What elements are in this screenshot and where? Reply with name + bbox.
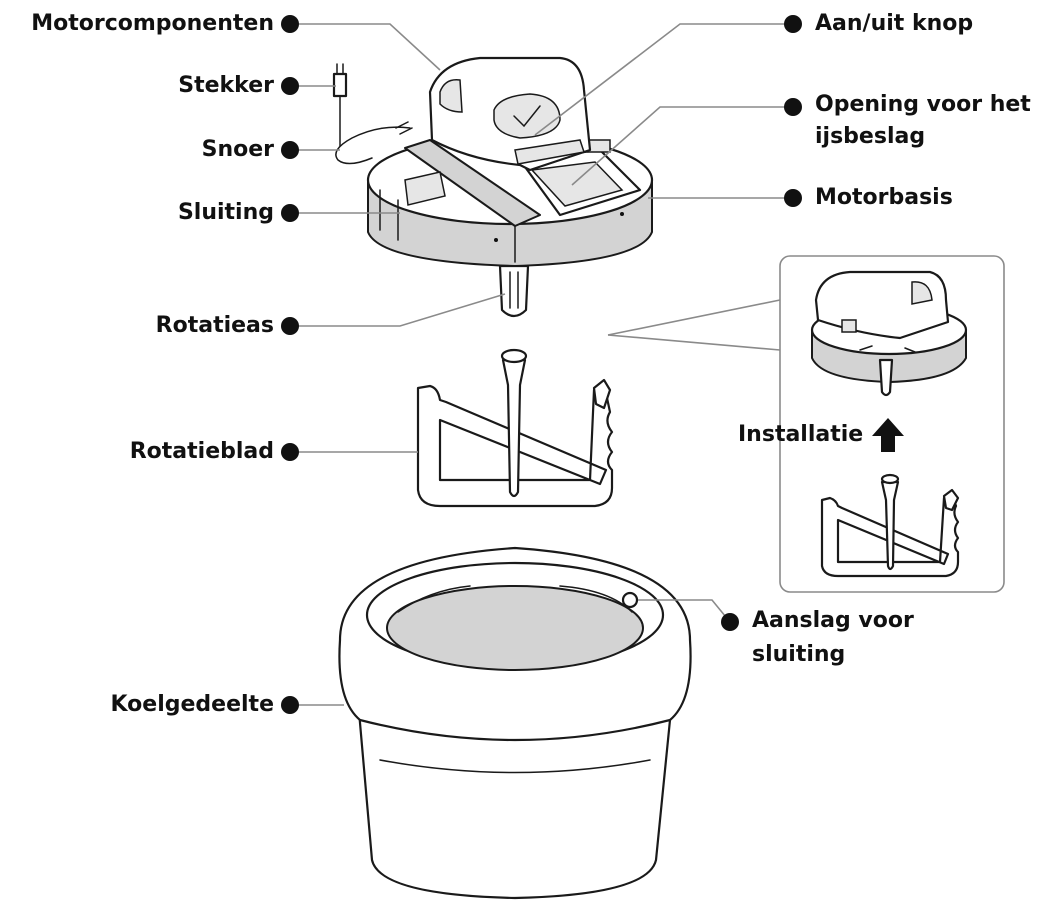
label-aanslag-line1: Aanslag voor <box>752 608 914 633</box>
label-sluiting: Sluiting <box>177 200 274 225</box>
label-motorcomponenten: Motorcomponenten <box>31 11 274 36</box>
label-snoer: Snoer <box>201 137 274 162</box>
label-opening-line1: Opening voor het <box>815 92 1031 117</box>
label-rotatieas: Rotatieas <box>155 313 274 338</box>
motor-assembly <box>332 56 654 318</box>
label-installatie: Installatie <box>738 422 864 447</box>
label-stekker: Stekker <box>178 73 274 98</box>
label-koelgedeelte: Koelgedeelte <box>110 692 274 717</box>
label-motorbasis: Motorbasis <box>815 185 953 210</box>
leader-lines <box>290 23 793 706</box>
rotation-blade <box>416 348 614 508</box>
cooling-bowl <box>338 546 692 900</box>
installation-inset <box>607 255 1005 593</box>
label-aanslag-line2: sluiting <box>752 642 846 667</box>
label-aan-uit-knop: Aan/uit knop <box>815 11 974 36</box>
label-dots <box>281 15 802 714</box>
label-opening-line2: ijsbeslag <box>815 124 926 149</box>
arrow-up-icon <box>872 418 904 452</box>
label-rotatieblad: Rotatieblad <box>129 439 274 464</box>
